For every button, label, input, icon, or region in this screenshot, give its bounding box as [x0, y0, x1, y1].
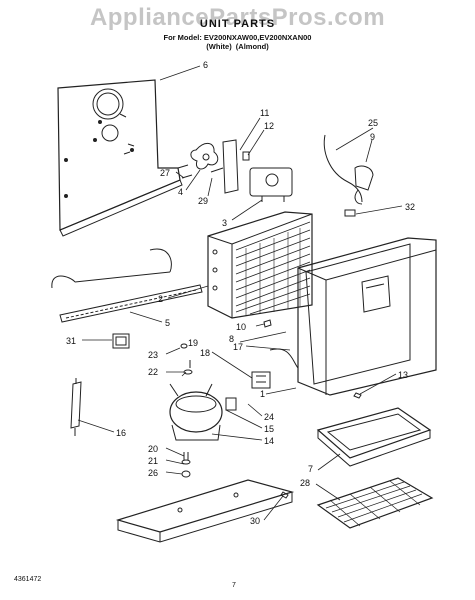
small-connector [344, 209, 356, 217]
callout-15: 15 [264, 424, 274, 434]
filter-drier [70, 378, 82, 436]
back-panel [57, 79, 183, 237]
callout-14: 14 [264, 436, 274, 446]
callout-1: 1 [260, 389, 265, 399]
leader-lines [77, 65, 403, 521]
callout-17: 17 [233, 342, 243, 352]
callout-30: 30 [250, 516, 260, 526]
callout-labels: 6 11 12 27 4 29 3 25 9 32 2 5 10 8 17 31… [66, 60, 415, 526]
callout-28: 28 [300, 478, 310, 488]
callout-23: 23 [148, 350, 158, 360]
page-number: 7 [232, 582, 236, 589]
callout-11: 11 [260, 108, 269, 118]
callout-6: 6 [203, 60, 208, 70]
screw [353, 392, 362, 399]
callout-4: 4 [178, 187, 183, 197]
callout-31: 31 [66, 336, 76, 346]
timer-component [249, 167, 293, 202]
screw [280, 491, 289, 499]
callout-22: 22 [148, 367, 158, 377]
callout-10: 10 [236, 322, 246, 332]
heater-element [51, 248, 203, 323]
base-plate [115, 479, 295, 543]
callout-32: 32 [405, 202, 415, 212]
model-line: For Model: EV200NXAW00,EV200NXAN00 [163, 33, 312, 42]
callout-5: 5 [165, 318, 170, 328]
callout-27: 27 [160, 168, 170, 178]
callout-20: 20 [148, 444, 158, 454]
callout-16: 16 [116, 428, 126, 438]
callout-8: 8 [229, 334, 234, 344]
fan-assembly [177, 139, 250, 194]
diagram-title: UNIT PARTS [199, 18, 276, 30]
condenser-mat [316, 477, 434, 529]
callout-19: 19 [188, 338, 198, 348]
callout-24: 24 [264, 412, 274, 422]
callout-18: 18 [200, 348, 210, 358]
callout-13: 13 [398, 370, 408, 380]
grommets [180, 343, 193, 478]
callout-26: 26 [148, 468, 158, 478]
callout-29: 29 [198, 196, 208, 206]
callout-2: 2 [158, 294, 163, 304]
document-number: 4361472 [14, 576, 42, 583]
drain-pan [316, 407, 432, 467]
callout-12: 12 [264, 121, 274, 131]
capillary-tube-and-sensor [323, 134, 374, 205]
callout-7: 7 [308, 464, 313, 474]
compressor [169, 371, 271, 441]
callout-25: 25 [368, 118, 378, 128]
callout-3: 3 [222, 218, 227, 228]
callout-9: 9 [370, 132, 375, 142]
color-line: (White) (Almond) [206, 42, 269, 51]
evaporator-housing [263, 237, 437, 396]
watermark: AppliancePartsPros.com [89, 4, 386, 31]
switch-component [112, 333, 130, 349]
callout-21: 21 [148, 456, 158, 466]
